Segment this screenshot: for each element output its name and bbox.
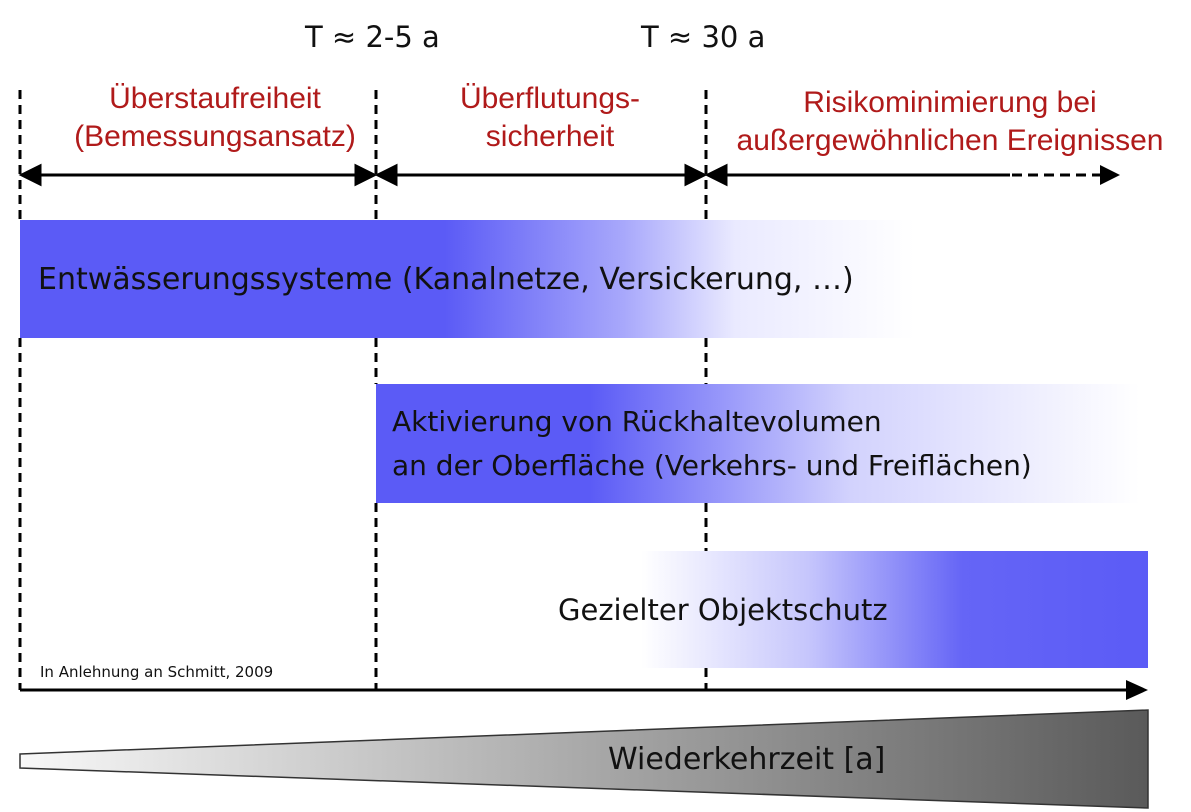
zone-label-ueberflutungssicherheit: Überflutungs- sicherheit (400, 80, 700, 156)
zone-label-line: (Bemessungsansatz) (74, 120, 356, 153)
bar-objektschutz: Gezielter Objektschutz (530, 551, 1148, 668)
threshold-label-2-5a: T ≈ 2-5 a (305, 20, 440, 54)
bar-label: Entwässerungssysteme (Kanalnetze, Versic… (38, 261, 854, 297)
source-note: In Anlehnung an Schmitt, 2009 (40, 663, 274, 681)
arrow-head-left-icon (18, 163, 42, 187)
arrow-head-right-icon (684, 163, 708, 187)
zone-label-line: sicherheit (485, 120, 615, 153)
zone-label-line: Überflutungs- (459, 82, 641, 115)
bar-label: an der Oberfläche (Verkehrs- und Freiflä… (392, 448, 1032, 482)
arrow-head-right-icon (354, 163, 378, 187)
arrow-head-left-icon (374, 163, 398, 187)
threshold-label-30a: T ≈ 30 a (641, 20, 766, 54)
zone-label-risikominimierung: Risikominimierung bei außergewöhnlichen … (720, 84, 1180, 160)
axis-label: Wiederkehrzeit [a] (608, 742, 886, 777)
return-period-wedge (19, 709, 1149, 809)
bar-entwaesserungssysteme: Entwässerungssysteme (Kanalnetze, Versic… (20, 220, 1138, 338)
zone-label-ueberstaufreiheit: Überstaufreiheit (Bemessungsansatz) (20, 80, 410, 156)
zone-label-line: Risikominimierung bei (803, 86, 1097, 119)
arrow-head-left-icon (704, 163, 728, 187)
bar-label: Gezielter Objektschutz (558, 592, 888, 627)
zone-label-line: Überstaufreiheit (109, 82, 321, 115)
arrow-head-right-icon (1100, 165, 1120, 185)
bar-rueckhaltevolumen: Aktivierung von Rückhaltevolumen an der … (376, 384, 1140, 503)
bar-label: Aktivierung von Rückhaltevolumen (392, 404, 882, 438)
axis-arrow-head-icon (1126, 680, 1148, 700)
zone-label-line: außergewöhnlichen Ereignissen (736, 124, 1164, 157)
